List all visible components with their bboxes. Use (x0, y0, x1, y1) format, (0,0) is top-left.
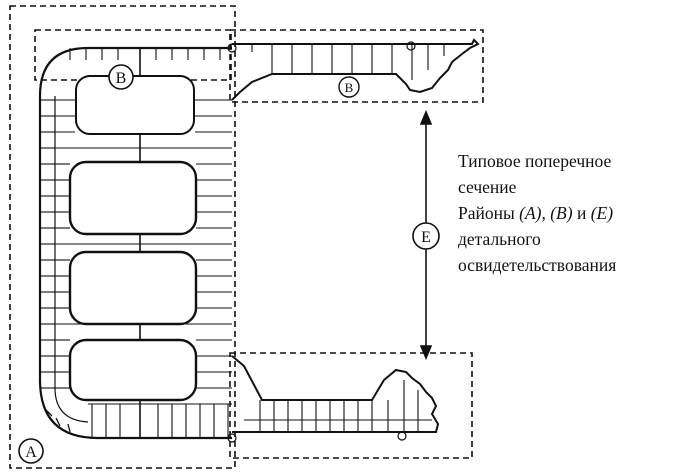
caption-region-b: (B) (550, 203, 573, 223)
region-a-outline (9, 5, 236, 469)
upper-deck-stiffeners (251, 44, 445, 80)
upper-deck-mark (406, 41, 416, 51)
caption-region-a: (A), (519, 203, 546, 223)
label-circle-a (18, 438, 44, 464)
bilge-inner-curve (54, 387, 89, 423)
caption-line-1: Типовое поперечное (458, 151, 612, 171)
lower-bottom-section (231, 355, 440, 433)
upper-deck-section (231, 38, 480, 101)
lower-bottom-mark (397, 431, 407, 441)
region-b-right-outline (229, 29, 484, 103)
label-e: E (421, 229, 431, 246)
caption: Типовое поперечное сечение Районы (A), (… (458, 148, 678, 278)
caption-regions-prefix: Районы (458, 203, 520, 223)
region-b-left-outline (34, 29, 232, 81)
bottom-stiffeners-left (88, 403, 232, 438)
region-bottom-outline (229, 352, 473, 459)
label-circle-b-left (108, 64, 134, 90)
frame-lines (55, 99, 232, 389)
upper-compartment (75, 75, 195, 135)
caption-line-4: детального (458, 229, 541, 249)
side-stiffeners (40, 99, 55, 389)
label-b-right: B (345, 80, 354, 95)
caption-and: и (572, 203, 591, 223)
caption-line-5: освидетельствования (458, 255, 617, 275)
lower-bottom-stiffeners (244, 380, 432, 432)
label-a: A (25, 444, 37, 461)
label-b-left: B (116, 70, 127, 87)
deck-stiffeners-left (69, 48, 221, 60)
hull-contour (38, 46, 232, 440)
caption-line-3: Районы (A), (B) и (E) (458, 200, 678, 226)
caption-line-2: сечение (458, 177, 517, 197)
caption-region-e: (E) (590, 203, 614, 223)
bilge-brackets (45, 409, 71, 433)
lower-compartment (68, 338, 198, 402)
mid-compartment-2 (68, 250, 198, 326)
label-circle-e (412, 222, 440, 250)
center-mark-bottom (227, 433, 237, 443)
label-circle-b-right (338, 76, 360, 98)
mid-compartment-1 (68, 160, 198, 236)
